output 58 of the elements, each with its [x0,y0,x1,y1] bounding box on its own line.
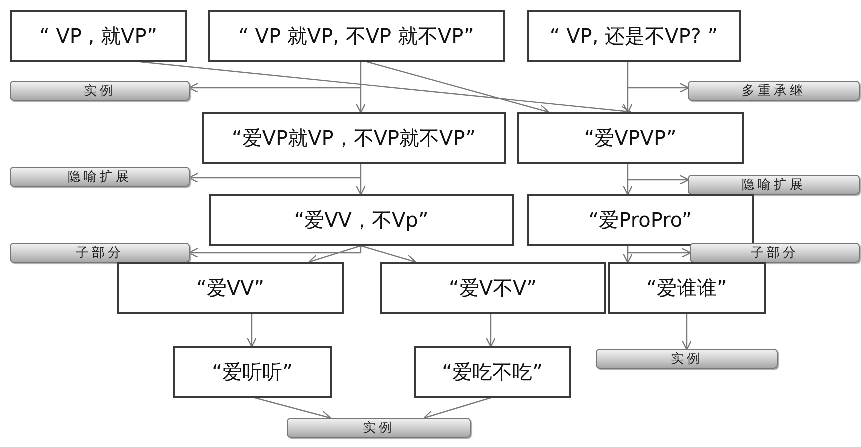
node-text: “爱VV，不Vp” [294,206,429,234]
label-tag [688,81,860,101]
arrow [682,314,692,350]
node-text: “爱VPVP” [584,124,677,152]
arrow [188,172,361,184]
arrow [188,246,362,258]
phrase-box [527,10,741,62]
arrow [622,62,634,114]
arrow [356,62,366,114]
node-text: “爱V不V” [448,274,538,302]
node-text: “爱VP就VP，不VP就不VP” [232,124,476,152]
arrow [486,314,496,348]
label-tag [287,418,471,438]
arrow [254,397,332,421]
node-text: “爱VV” [196,274,265,302]
phrase-box [10,10,187,62]
arrow [627,246,692,258]
arrow [628,174,690,186]
label-tag [690,243,860,263]
node-text: 实例 [363,420,395,437]
phrase-box [414,346,571,398]
phrase-box [208,10,505,62]
phrase-box [117,262,344,314]
arrow [356,164,366,196]
arrow [622,164,634,196]
node-text: 实例 [671,351,703,368]
phrase-box [202,112,506,164]
arrow [188,82,361,94]
phrase-box [608,262,766,314]
arrow [366,61,550,115]
node-text: 子部分 [751,245,799,262]
label-tag [596,349,778,369]
node-text: “爱ProPro” [588,206,692,234]
node-text: 隐喻扩展 [742,177,806,194]
phrase-box [209,194,514,246]
node-text: “ VP, 还是不VP? ” [550,22,718,50]
node-text: “爱听听” [212,358,293,386]
phrase-box [527,194,754,246]
label-tag [688,175,860,195]
arrow [246,314,258,348]
phrase-box [173,346,332,398]
node-text: 子部分 [76,245,124,262]
arrow [628,82,690,94]
arrow [424,397,492,421]
label-tag [10,81,190,101]
phrase-box [517,112,744,164]
node-text: “ VP , 就VP” [39,22,158,50]
node-text: 实例 [84,83,116,100]
phrase-box [380,262,606,314]
node-text: “爱吃不吃” [442,358,543,386]
node-text: “ VP 就VP, 不VP 就不VP” [238,22,474,50]
label-tag [10,243,190,263]
node-text: 隐喻扩展 [68,169,132,186]
arrow [360,245,416,265]
node-text: “爱谁谁” [646,274,728,302]
label-tag [10,167,190,187]
arrow [308,245,362,264]
node-text: 多重承继 [742,83,806,100]
